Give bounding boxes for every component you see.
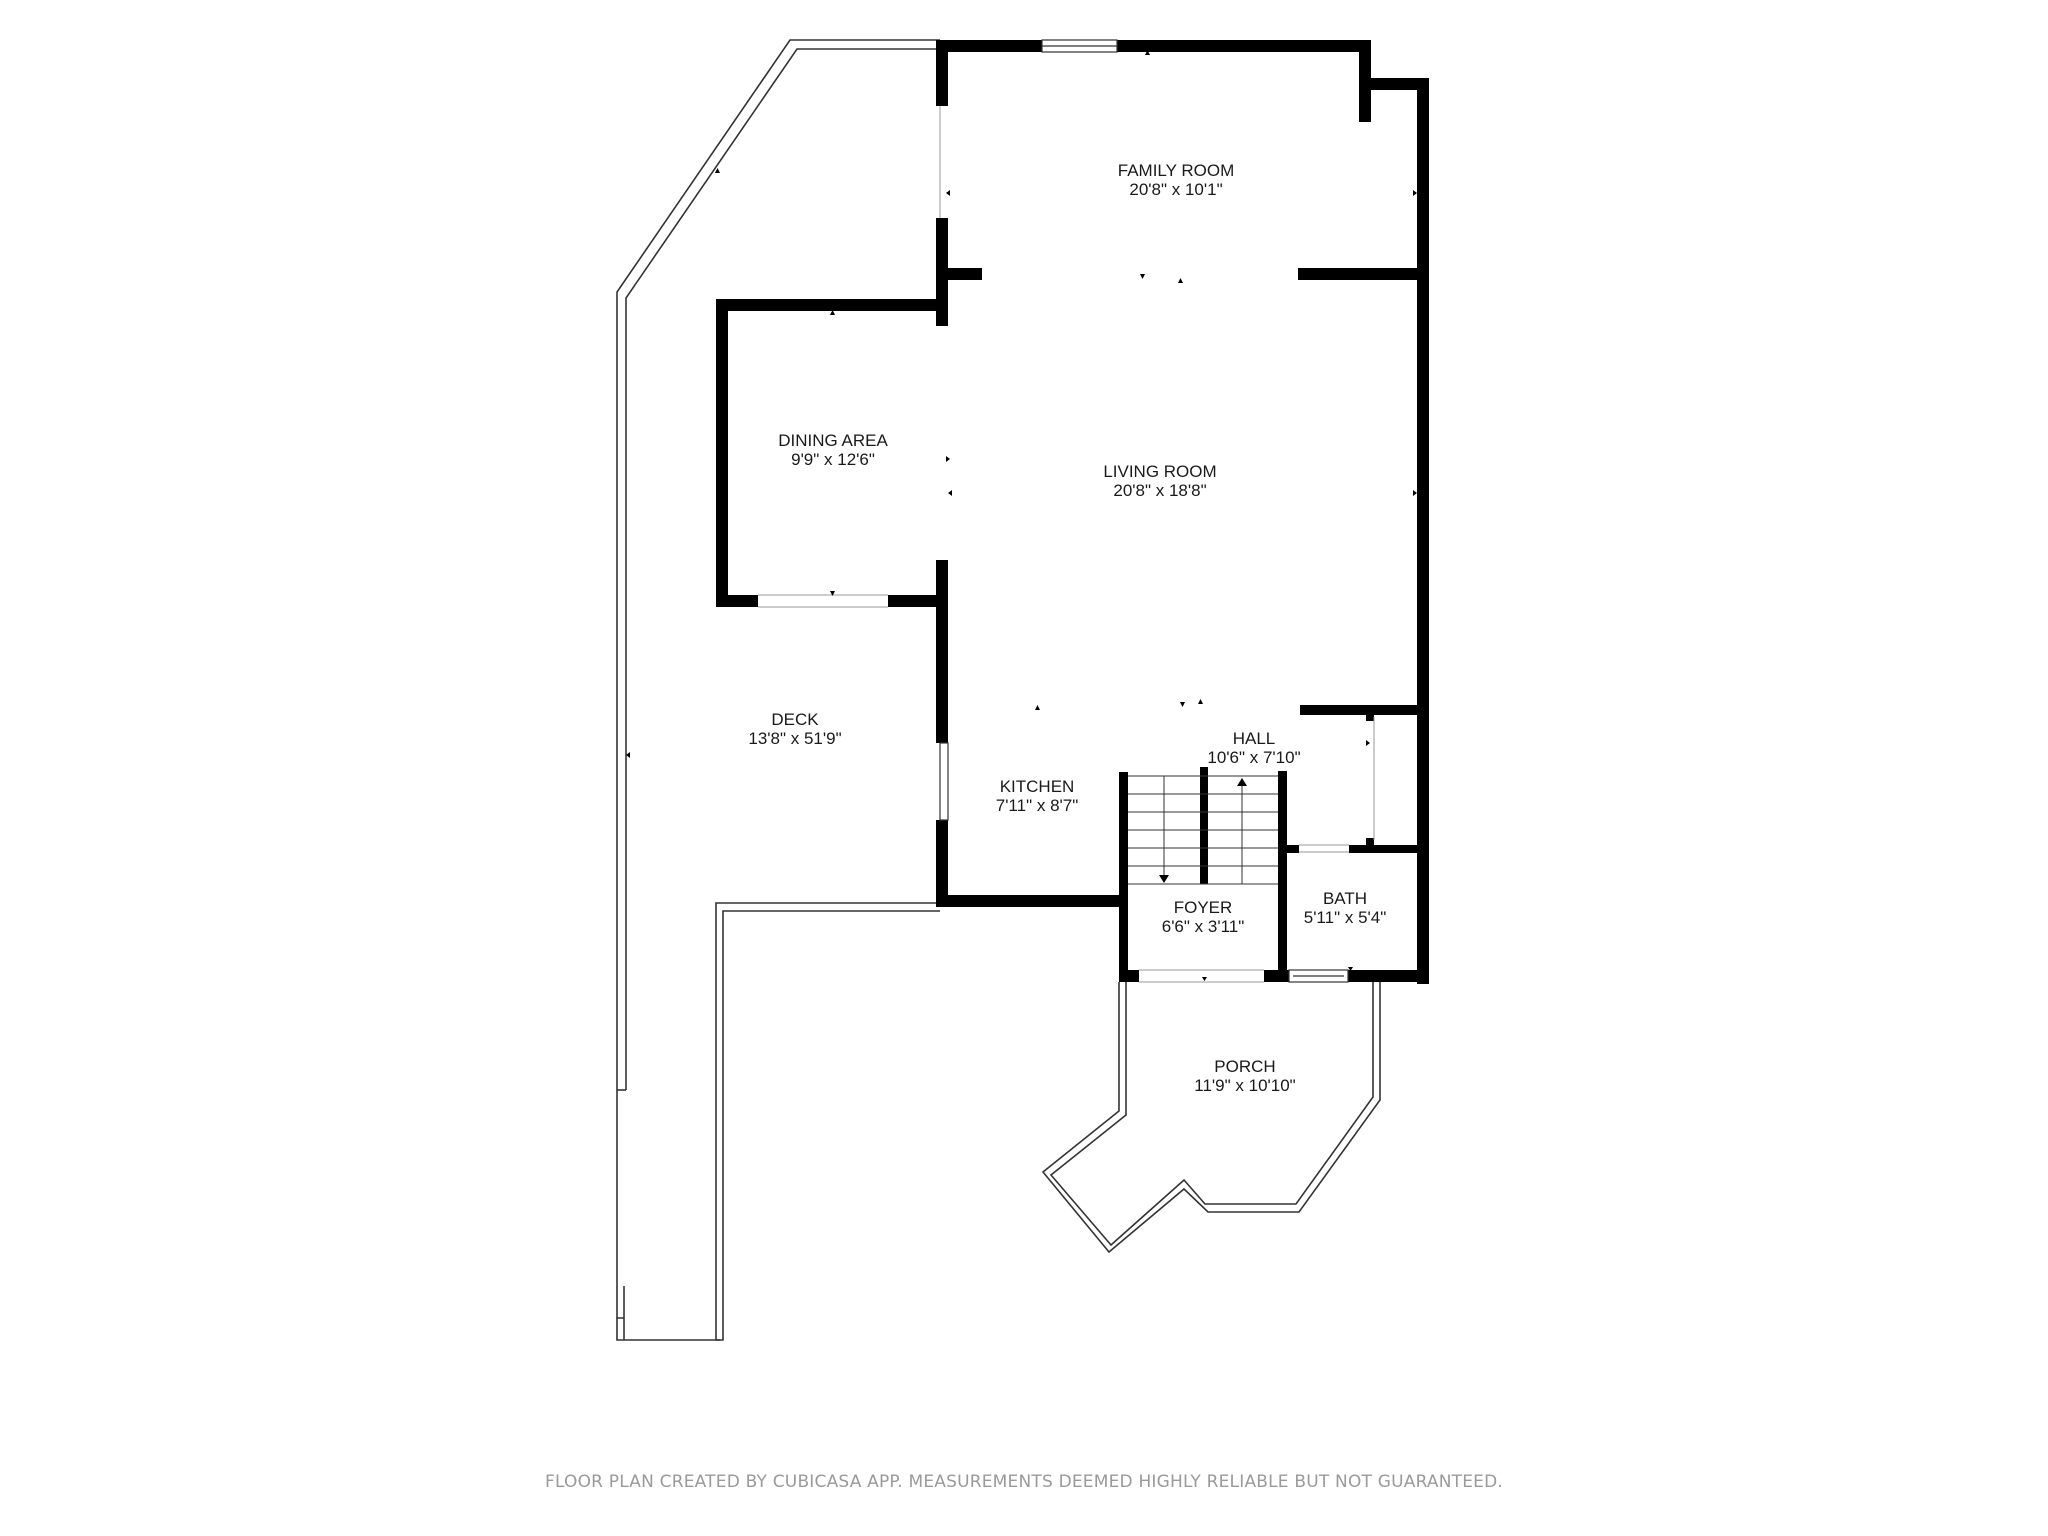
- room-dimensions: 20'8" x 10'1": [1129, 180, 1223, 199]
- room-name: PORCH: [1214, 1057, 1276, 1076]
- room-dimensions: 20'8" x 18'8": [1113, 481, 1207, 500]
- room-name: BATH: [1322, 889, 1368, 908]
- room-dimensions: 7'11" x 8'7": [995, 796, 1079, 815]
- stair-down-arrow: [1159, 875, 1169, 883]
- porch-outline: [1041, 982, 1381, 1254]
- room-name: HALL: [1232, 729, 1276, 748]
- room-name: KITCHEN: [999, 777, 1075, 796]
- room-label-dining-area: DINING AREA 9'9" x 12'6": [778, 431, 888, 469]
- room-label-deck: DECK 13'8" x 51'9": [748, 710, 841, 748]
- room-label-foyer: FOYER 6'6" x 3'11": [1162, 898, 1245, 936]
- windows: [939, 39, 1349, 983]
- measure-markers: [626, 50, 1417, 981]
- room-label-porch: PORCH 11'9" x 10'10": [1194, 1057, 1295, 1095]
- room-name: FOYER: [1173, 898, 1233, 917]
- deck-outline: [616, 39, 940, 1341]
- room-dimensions: 13'8" x 51'9": [748, 729, 842, 748]
- room-dimensions: 5'11" x 5'4": [1303, 908, 1387, 927]
- room-label-hall: HALL 10'6" x 7'10": [1207, 729, 1300, 767]
- room-label-family-room: FAMILY ROOM 20'8" x 10'1": [1118, 161, 1235, 199]
- room-dimensions: 9'9" x 12'6": [791, 450, 875, 469]
- room-label-kitchen: KITCHEN 7'11" x 8'7": [996, 777, 1079, 815]
- stair-up-arrow: [1237, 778, 1247, 786]
- floor-plan-disclaimer: FLOOR PLAN CREATED BY CUBICASA APP. MEAS…: [544, 1472, 1504, 1492]
- room-dimensions: 11'9" x 10'10": [1194, 1076, 1296, 1095]
- room-name: DINING AREA: [778, 431, 888, 450]
- room-name: LIVING ROOM: [1103, 462, 1217, 481]
- walls: [716, 40, 1429, 984]
- room-label-living-room: LIVING ROOM 20'8" x 18'8": [1103, 462, 1216, 500]
- staircase: [1128, 775, 1278, 885]
- room-name: FAMILY ROOM: [1117, 161, 1235, 180]
- room-dimensions: 10'6" x 7'10": [1207, 748, 1301, 767]
- room-name: DECK: [771, 710, 819, 729]
- thin-openings: [758, 106, 1375, 983]
- room-label-bath: BATH 5'11" x 5'4": [1304, 889, 1387, 927]
- room-dimensions: 6'6" x 3'11": [1161, 917, 1245, 936]
